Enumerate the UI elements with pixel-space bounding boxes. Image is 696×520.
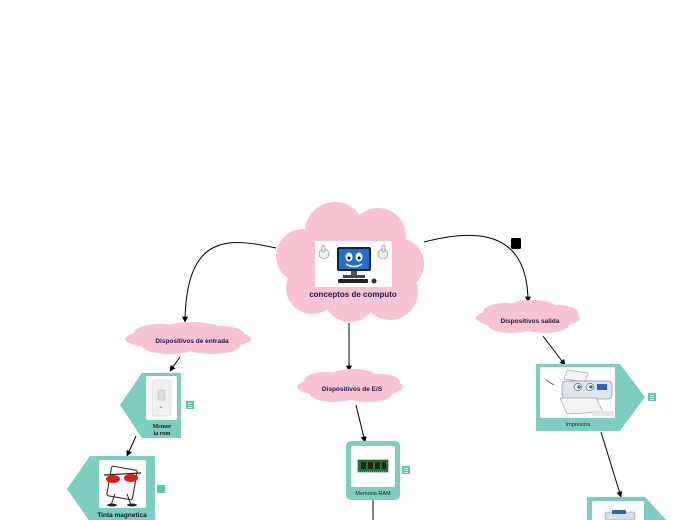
connector-central-to-output	[423, 234, 531, 303]
note-icon[interactable]	[186, 401, 194, 409]
rom-memory-label-line1: Memor	[153, 424, 172, 430]
ram-memory-label: Memoria RAM	[355, 491, 391, 497]
printer-node[interactable]: Impresora	[536, 364, 645, 431]
partial-child-node[interactable]	[587, 497, 668, 520]
connector-rom-to-ink	[126, 435, 137, 457]
connector-input-to-rom	[169, 356, 181, 372]
printer-icon	[540, 367, 615, 418]
central-topic-node[interactable]: conceptos de computo	[276, 202, 424, 322]
connector-central-to-input	[182, 242, 277, 323]
central-topic-label: conceptos de computo	[309, 290, 397, 299]
connectors	[126, 234, 623, 520]
io-devices-label: Dispositivos de E/S	[322, 386, 383, 393]
rom-memory-label-line2: ia rom	[154, 431, 171, 437]
note-icon[interactable]	[157, 485, 165, 493]
magnetic-ink-label: Tinta magnetica	[97, 512, 147, 519]
note-icon[interactable]	[402, 466, 410, 474]
connector-handle[interactable]	[511, 238, 521, 249]
io-devices-node[interactable]: Dispositivos de E/S	[297, 369, 403, 402]
connector-printer-down	[600, 431, 623, 498]
output-devices-node[interactable]: Dispositivos salida	[476, 300, 580, 333]
ram-memory-node[interactable]: Memoria RAM	[346, 441, 400, 500]
ram-module-icon	[351, 446, 395, 487]
input-devices-label: Dispositivos de entrada	[155, 338, 229, 345]
printer-label: Impresora	[566, 422, 592, 428]
input-devices-node[interactable]: Dispositivos de entrada	[125, 322, 251, 354]
magnetic-ink-node[interactable]: Tinta magnetica	[67, 456, 155, 520]
connector-io-to-ram	[355, 404, 367, 443]
computer-mascot-icon	[315, 241, 392, 287]
svg-text:■□: ■□	[160, 405, 164, 409]
output-devices-label: Dispositivos salida	[501, 318, 560, 325]
rom-memory-node[interactable]: ■□ Memor ia rom	[120, 373, 181, 438]
sunglasses-card-icon	[99, 460, 146, 508]
note-icon[interactable]	[648, 393, 656, 401]
rom-chip-icon: ■□	[146, 376, 177, 420]
connector-output-to-printer	[542, 335, 566, 366]
